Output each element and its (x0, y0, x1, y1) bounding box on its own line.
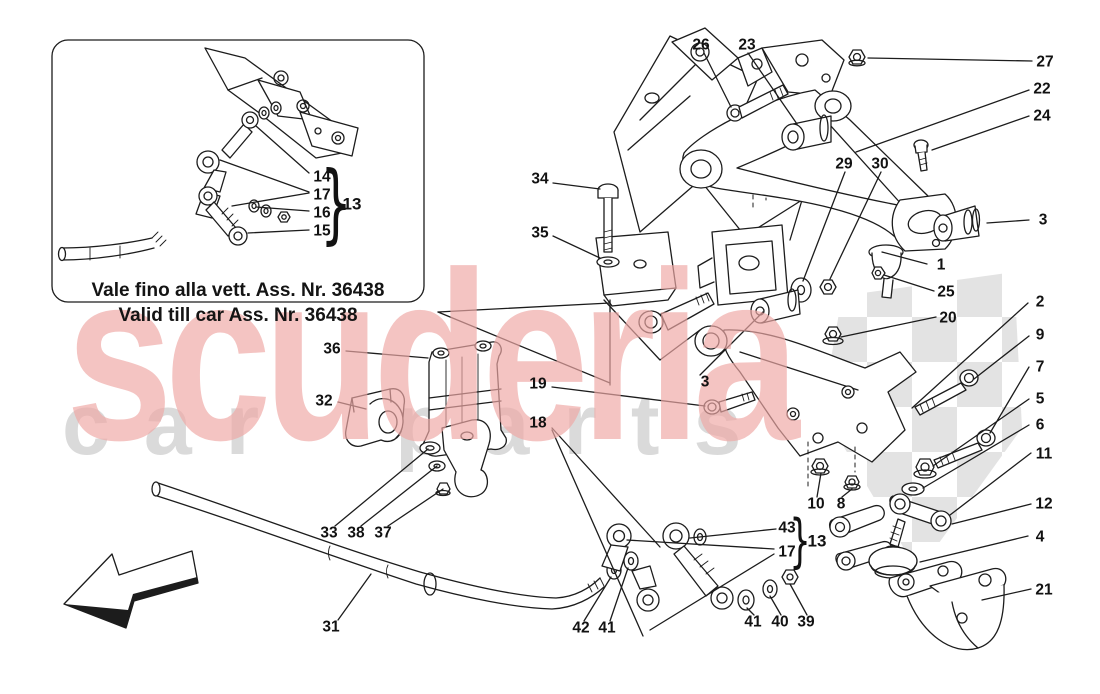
callout-37: 37 (374, 524, 392, 542)
callout-42: 42 (572, 619, 590, 637)
callout-25: 25 (937, 283, 955, 301)
callout-32: 32 (315, 392, 333, 410)
callout-17-main: 17 (778, 543, 796, 561)
callout-13-inset: 13 (342, 194, 362, 214)
callout-40: 40 (771, 613, 789, 631)
callout-4: 4 (1035, 528, 1045, 546)
callout-27: 27 (1036, 53, 1054, 71)
lower-wishbone (638, 288, 917, 489)
callout-18: 18 (529, 414, 547, 432)
callout-26: 26 (692, 36, 710, 54)
callout-5: 5 (1035, 390, 1045, 408)
callout-20: 20 (939, 309, 957, 327)
mount-bracket-group (345, 340, 507, 498)
callout-9: 9 (1035, 326, 1045, 344)
callout-34: 34 (531, 170, 549, 188)
callout-36: 36 (323, 340, 341, 358)
callout-6: 6 (1035, 416, 1045, 434)
callout-19: 19 (529, 375, 547, 393)
callout-12: 12 (1035, 495, 1053, 513)
callout-21: 21 (1035, 581, 1053, 599)
callout-33: 33 (320, 524, 338, 542)
upper-wishbone (679, 89, 957, 299)
callout-11: 11 (1035, 445, 1053, 463)
callout-22: 22 (1033, 80, 1051, 98)
callout-43: 43 (778, 519, 796, 537)
callout-16: 16 (313, 204, 331, 222)
callout-30: 30 (871, 155, 889, 173)
callout-41-right: 41 (744, 613, 762, 631)
callout-1: 1 (936, 256, 946, 274)
callout-15: 15 (313, 222, 331, 240)
inset-box (51, 39, 425, 303)
callout-29: 29 (835, 155, 853, 173)
callout-41-left: 41 (598, 619, 616, 637)
callout-10: 10 (807, 495, 825, 513)
callout-35: 35 (531, 224, 549, 242)
inset-arm-sketch (204, 47, 359, 159)
stabilizer-bar (151, 481, 639, 610)
callout-17-inset: 17 (313, 186, 331, 204)
inset-caption-italian: Vale fino alla vett. Ass. Nr. 36438 (91, 280, 385, 301)
callout-13-main: 13 (807, 531, 827, 551)
drop-link-assembly (601, 522, 799, 612)
main-group-brace: } (789, 506, 811, 575)
inset-bar-sketch (57, 231, 167, 262)
callout-8: 8 (836, 495, 846, 513)
direction-arrow (63, 550, 199, 629)
inset-group-brace: } (320, 153, 352, 254)
inset-link-sketch (195, 101, 291, 246)
callout-24: 24 (1033, 107, 1051, 125)
inset-caption-english: Valid till car Ass. Nr. 36438 (118, 305, 358, 326)
callout-39: 39 (797, 613, 815, 631)
callout-23: 23 (738, 36, 756, 54)
callout-38: 38 (347, 524, 365, 542)
callout-14: 14 (313, 168, 331, 186)
leader-lines (334, 52, 1033, 637)
callout-3-right: 3 (1038, 211, 1048, 229)
callout-3-left: 3 (700, 373, 710, 391)
callout-7: 7 (1035, 358, 1045, 376)
knuckle-and-links (810, 369, 1007, 651)
inset-reference-lines (437, 299, 611, 386)
inset-leader-lines (219, 125, 310, 234)
callout-31: 31 (322, 618, 340, 636)
callout-2: 2 (1035, 293, 1045, 311)
